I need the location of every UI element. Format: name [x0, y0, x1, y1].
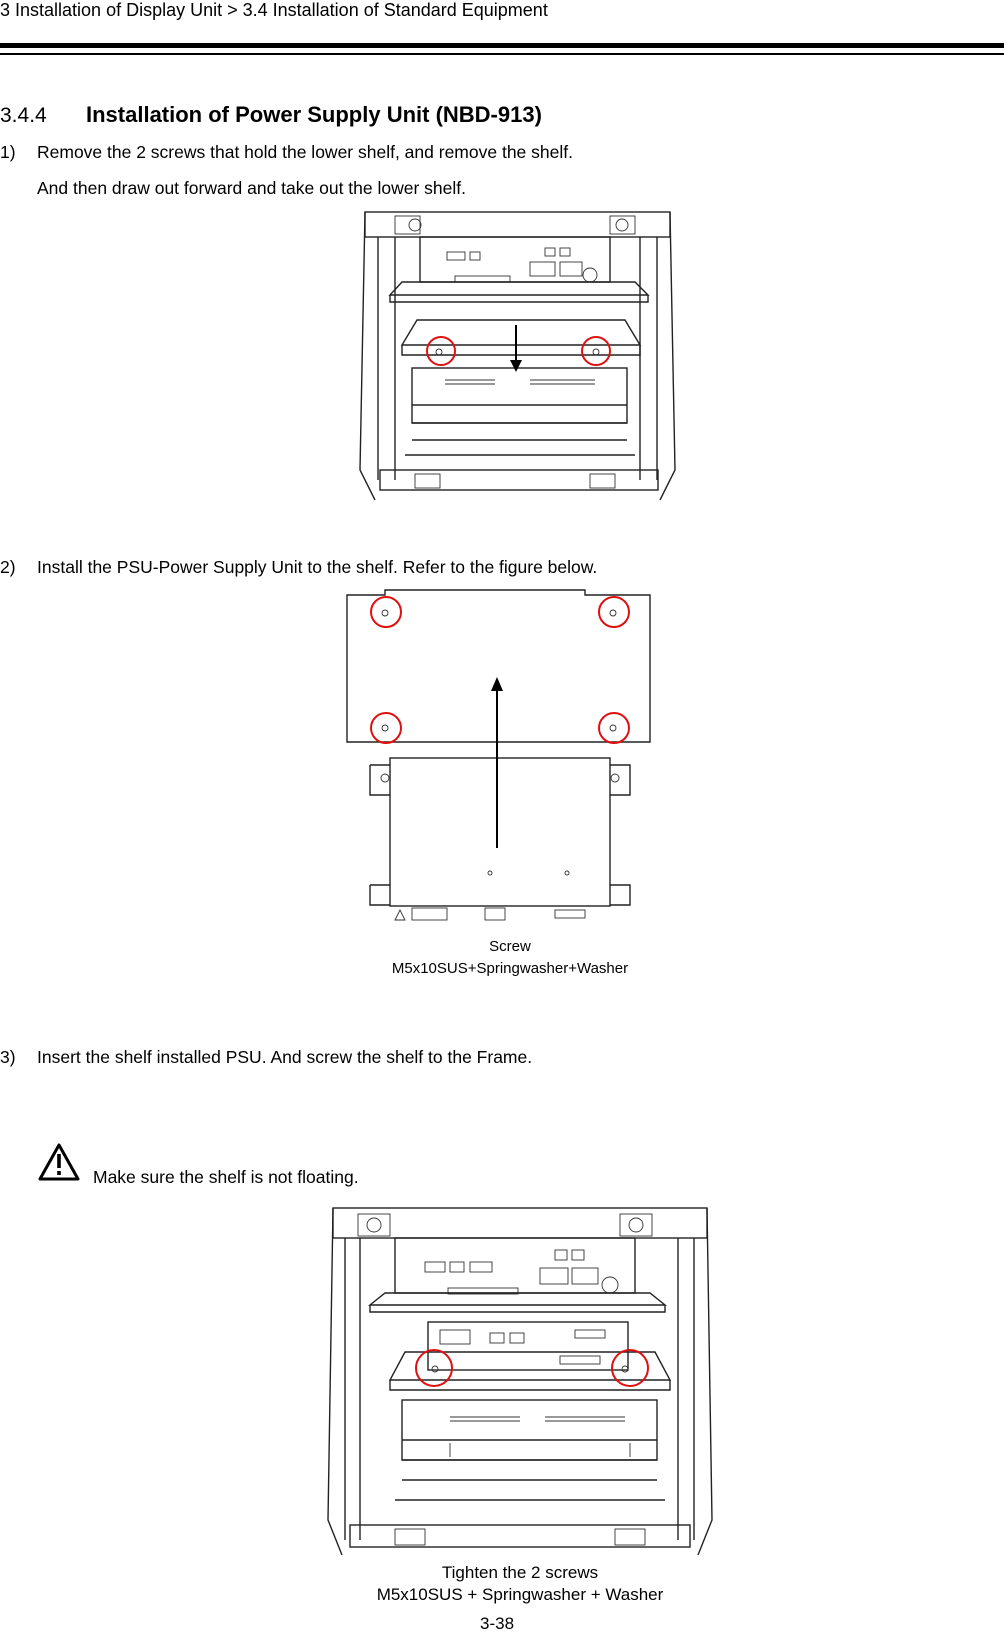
step-1-text-line2: And then draw out forward and take out t… — [37, 178, 467, 198]
step-3-number: 3) — [0, 1047, 16, 1067]
step-2-text: Install the PSU-Power Supply Unit to the… — [37, 557, 598, 577]
section-number: 3.4.4 — [0, 104, 47, 127]
page-number: 3-38 — [480, 1614, 515, 1633]
warning-triangle-icon — [38, 1143, 80, 1181]
figure3-caption-tighten: Tighten the 2 screws — [441, 1563, 599, 1582]
header-rule-thick — [0, 43, 1004, 48]
page-header-breadcrumb: 3 Installation of Display Unit > 3.4 Ins… — [0, 0, 548, 20]
step-1-number: 1) — [0, 142, 16, 162]
header-rule-thin — [0, 53, 1004, 55]
figure2-caption-screw: Screw — [489, 938, 531, 955]
figure3-caption-screw-spec: M5x10SUS + Springwasher + Washer — [376, 1585, 664, 1604]
step-2-number: 2) — [0, 557, 16, 577]
step-1-text: Remove the 2 screws that hold the lower … — [37, 142, 573, 162]
section-title: Installation of Power Supply Unit (NBD-9… — [86, 102, 542, 127]
figure2-caption-screw-spec: M5x10SUS+Springwasher+Washer — [391, 960, 629, 977]
warning-text: Make sure the shelf is not floating. — [93, 1167, 359, 1187]
step-3-text: Insert the shelf installed PSU. And scre… — [37, 1047, 533, 1067]
